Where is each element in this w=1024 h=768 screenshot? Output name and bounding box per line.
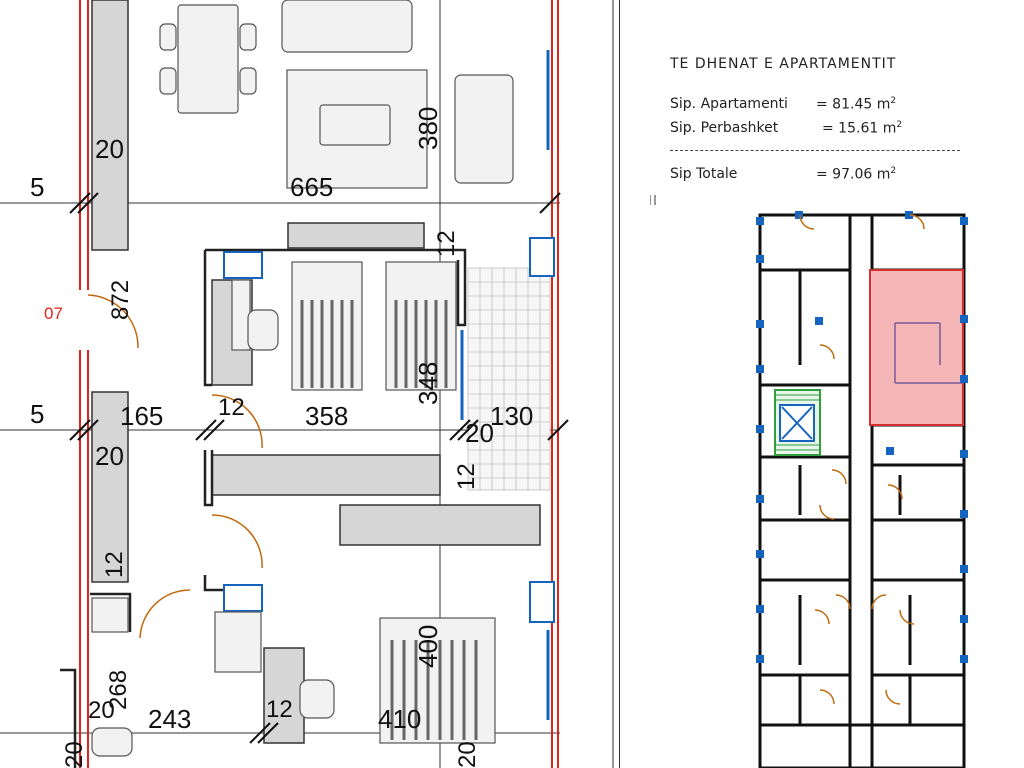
unit-label: 07 (44, 304, 63, 323)
dim-label: 20 (465, 418, 494, 448)
area-label: Sip. Apartamenti (670, 96, 788, 112)
dim-label: 20 (95, 134, 124, 164)
dim-label: 165 (120, 401, 163, 431)
dim-label: 358 (305, 401, 348, 431)
dim-label: 12 (433, 230, 460, 257)
separator-dashed (670, 150, 960, 151)
dim-label: 20 (61, 741, 88, 768)
dim-label: 380 (413, 107, 443, 150)
selected-apartment (869, 269, 964, 426)
dim-label: 243 (148, 704, 191, 734)
dim-label: 20 (88, 697, 115, 724)
area-label: Sip. Perbashket (670, 120, 779, 136)
dim-label: 872 (107, 280, 134, 320)
dim-label: 130 (490, 401, 533, 431)
dim-label: 665 (290, 172, 333, 202)
stair-core (774, 389, 821, 456)
dim-label: 410 (378, 704, 421, 734)
dim-label: 12 (101, 551, 128, 578)
floor-plan: 07 20 5 665 380 872 12 348 358 165 130 2… (0, 0, 614, 768)
dim-label: 400 (413, 625, 443, 668)
dim-label: 5 (30, 399, 44, 429)
area-value: = 97.06 m (816, 166, 891, 183)
dim-label: 348 (413, 362, 443, 405)
dim-label: 5 (30, 172, 44, 202)
dim-label: 268 (105, 670, 132, 710)
dim-label: 12 (266, 696, 293, 723)
area-label: Sip Totale (670, 166, 738, 182)
divider-line (619, 0, 620, 768)
dim-label: 20 (454, 741, 481, 768)
building-key-plan (650, 195, 968, 768)
panel-title: TE DHENAT E APARTAMENTIT (670, 56, 897, 72)
area-value: = 81.45 m (816, 96, 891, 113)
area-value: = 15.61 m (822, 120, 897, 137)
dim-label: 12 (453, 463, 480, 490)
dim-label: 20 (95, 441, 124, 471)
dim-label: 12 (218, 394, 245, 421)
